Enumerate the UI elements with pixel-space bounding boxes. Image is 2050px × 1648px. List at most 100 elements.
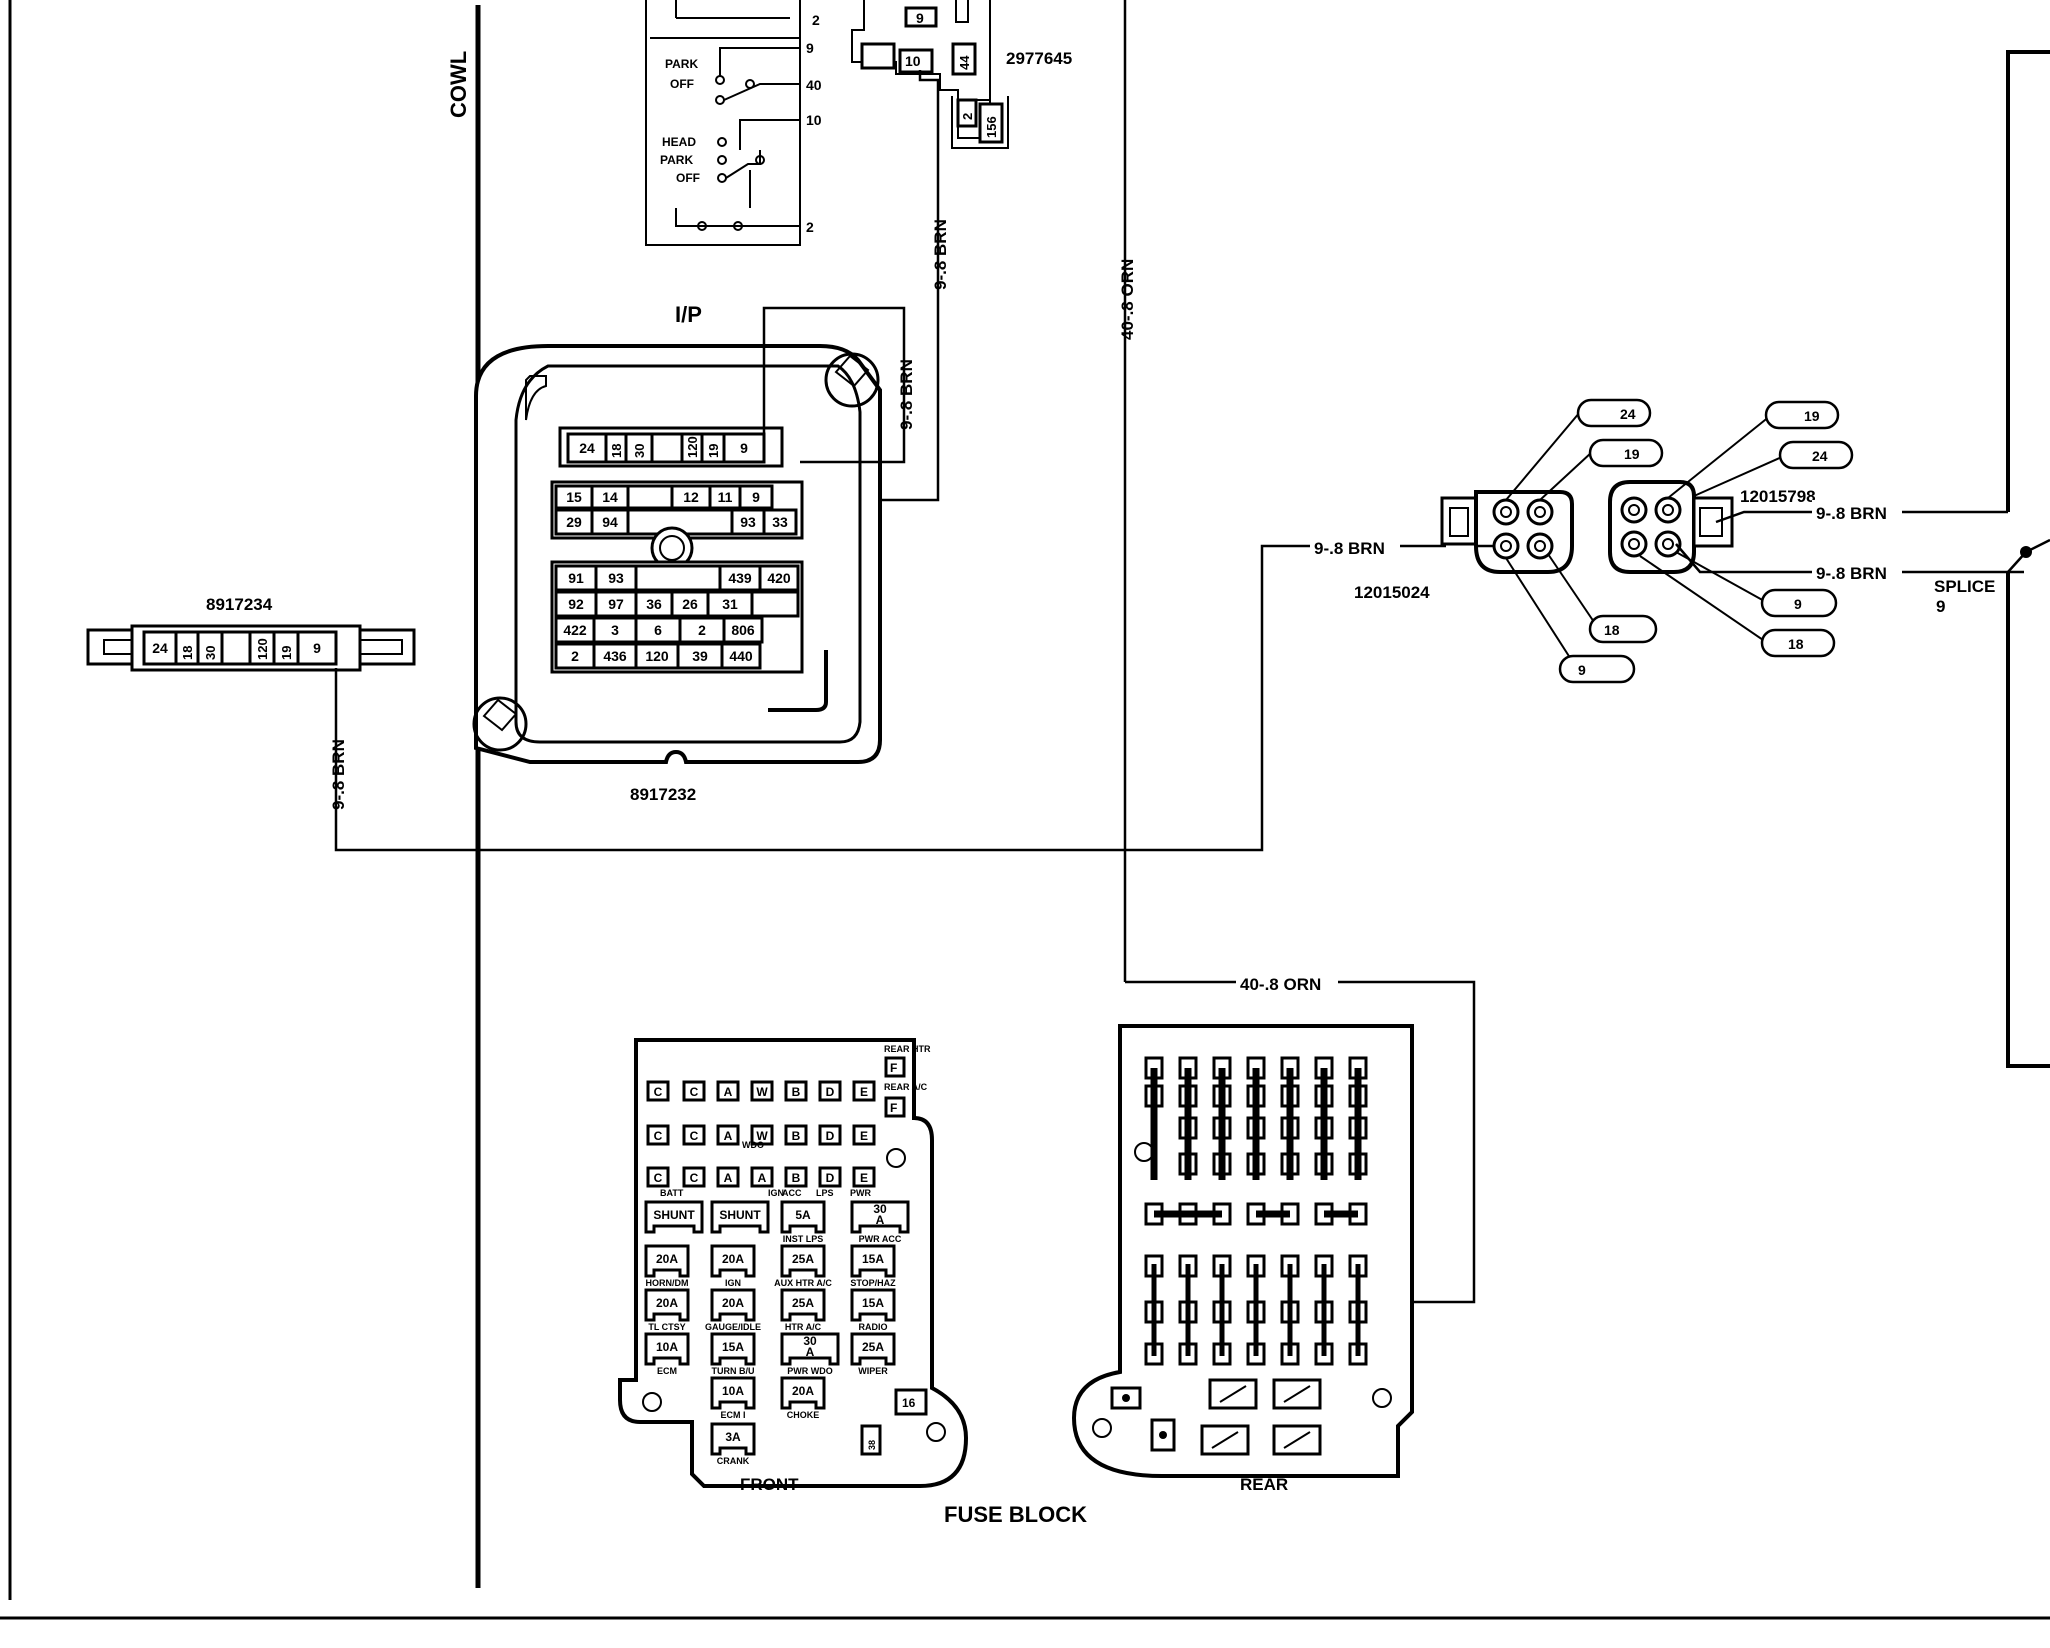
switch-park-2: PARK [660,153,693,167]
ip-r3-label: 29 [566,514,582,530]
fuse-letter: C [690,1171,699,1185]
front-extra-38: 38 [867,1440,877,1450]
fuse-value: A [876,1213,885,1227]
sw-conn-pin-10: 10 [905,53,921,69]
orn-horizontal-label: 40-.8 ORN [1240,975,1321,994]
conn-a-brn-label: 9-.8 BRN [1314,539,1385,558]
ip-r5-label: 97 [608,596,624,612]
ip-r5-label: 26 [682,596,698,612]
fuse-letter: E [860,1171,868,1185]
sw-conn-pin-156: 156 [984,116,999,138]
fuse-body [710,1376,756,1410]
ip-r7-label: 2 [571,648,579,664]
conn-a-pin-18: 18 [1604,622,1620,638]
fuse-value: 25A [862,1340,884,1354]
fuse-caption: TURN B/U [712,1366,755,1376]
fuse-letter-cell [818,1124,842,1146]
fuse-value: SHUNT [719,1208,761,1222]
fuse-body [780,1332,840,1366]
ip-r7-label: 120 [645,648,669,664]
fuse-block-rear: REAR [1071,1024,1414,1494]
rear-relay-link [1283,1385,1311,1403]
conn-b-brn-lower-label: 9-.8 BRN [1816,564,1887,583]
switch-head: HEAD [662,135,696,149]
conn-b-pin-18: 18 [1788,636,1804,652]
rear-ac-label: REAR A/C [884,1082,928,1092]
fuse-letter: E [860,1085,868,1099]
left-pin-label: 19 [279,646,294,660]
conn-b-pin-9: 9 [1794,596,1802,612]
ip-r3-label: 94 [602,514,618,530]
fuse-letter: C [690,1085,699,1099]
fuse-letter: D [826,1129,835,1143]
switch-brn-lead [804,70,940,502]
ip-r1-label: 19 [706,444,721,458]
fuse-caption: IGN [725,1278,741,1288]
fuse-body [850,1244,896,1278]
ip-r6-label: 6 [654,622,662,638]
conn-b-pin-19: 19 [1804,408,1820,424]
fuse-value: SHUNT [653,1208,695,1222]
left-pin-cell [296,630,338,666]
fuse-caption: PWR ACC [859,1234,902,1244]
left-pin-label: 9 [313,640,321,656]
fuse-letter-cell [818,1166,842,1188]
fuse-value: 20A [722,1252,744,1266]
fuse-letter-cell [784,1080,808,1102]
fuse-caption: AUX HTR A/C [774,1278,832,1288]
ip-r5-cell [594,590,638,618]
ip-r6-cell [634,616,682,644]
ip-r1-label: 18 [609,444,624,458]
sw-conn-pin-2: 2 [960,113,975,120]
left-pin-label: 18 [180,646,195,660]
fuse-letter-cell [750,1124,774,1146]
fuse-letter-cell [750,1166,774,1188]
fuse-value: 25A [792,1296,814,1310]
splice-number: 9 [1936,597,1945,616]
fuse-value: 10A [722,1384,744,1398]
fuse-value: 30 [873,1202,887,1216]
fuse-letter-cell [682,1124,706,1146]
fuse-caption: STOP/HAZ [850,1278,896,1288]
acc-caption: ACC [782,1188,802,1198]
fuse-letter: D [826,1085,835,1099]
fuse-caption: GAUGE/IDLE [705,1322,761,1332]
fuse-value: 20A [722,1296,744,1310]
ip-r3-label: 93 [740,514,756,530]
ip-r7-label: 436 [603,648,627,664]
left-pin-label: 120 [255,638,270,660]
fuse-value: 15A [722,1340,744,1354]
conn-a-part: 12015024 [1354,583,1430,602]
left-brn-label: 9-.8 BRN [329,739,348,810]
ip-r3-label: 33 [772,514,788,530]
front-label: FRONT [740,1475,799,1494]
fuse-letter: C [654,1171,663,1185]
fuse-letter: C [690,1129,699,1143]
ip-r2-cell [626,484,674,510]
switch-connector: 9 10 44 2 156 2977645 [851,0,1072,149]
fuse-letter-cell [646,1080,670,1102]
conn-b-brn-upper-label: 9-.8 BRN [1816,504,1887,523]
fuse-caption: HTR A/C [785,1322,822,1332]
conn-b-part: 12015798 [1740,487,1816,506]
conn-b-pin-24: 24 [1812,448,1828,464]
fuse-caption: INST LPS [783,1234,824,1244]
wdo-label: WDO [742,1140,764,1150]
rear-relay [1272,1378,1322,1410]
fuse-letter-cell [784,1166,808,1188]
fuse-letter: A [724,1129,733,1143]
ip-part-number: 8917232 [630,785,696,804]
orn-vertical-label: 40-.8 ORN [1118,259,1137,340]
fuse-value: 15A [862,1296,884,1310]
fuse-letter: D [826,1171,835,1185]
ip-wire-top [762,306,906,464]
ip-r2-label: 11 [718,489,733,505]
switch-brn-label: 9-.8 BRN [931,219,950,290]
fuse-letter-cell [716,1080,740,1102]
fuse-value: 25A [792,1252,814,1266]
switch-term-40: 40 [806,77,822,93]
fuse-letter: B [792,1085,801,1099]
conn-a-pin-19: 19 [1624,446,1640,462]
ip-r1-cell [566,432,608,464]
